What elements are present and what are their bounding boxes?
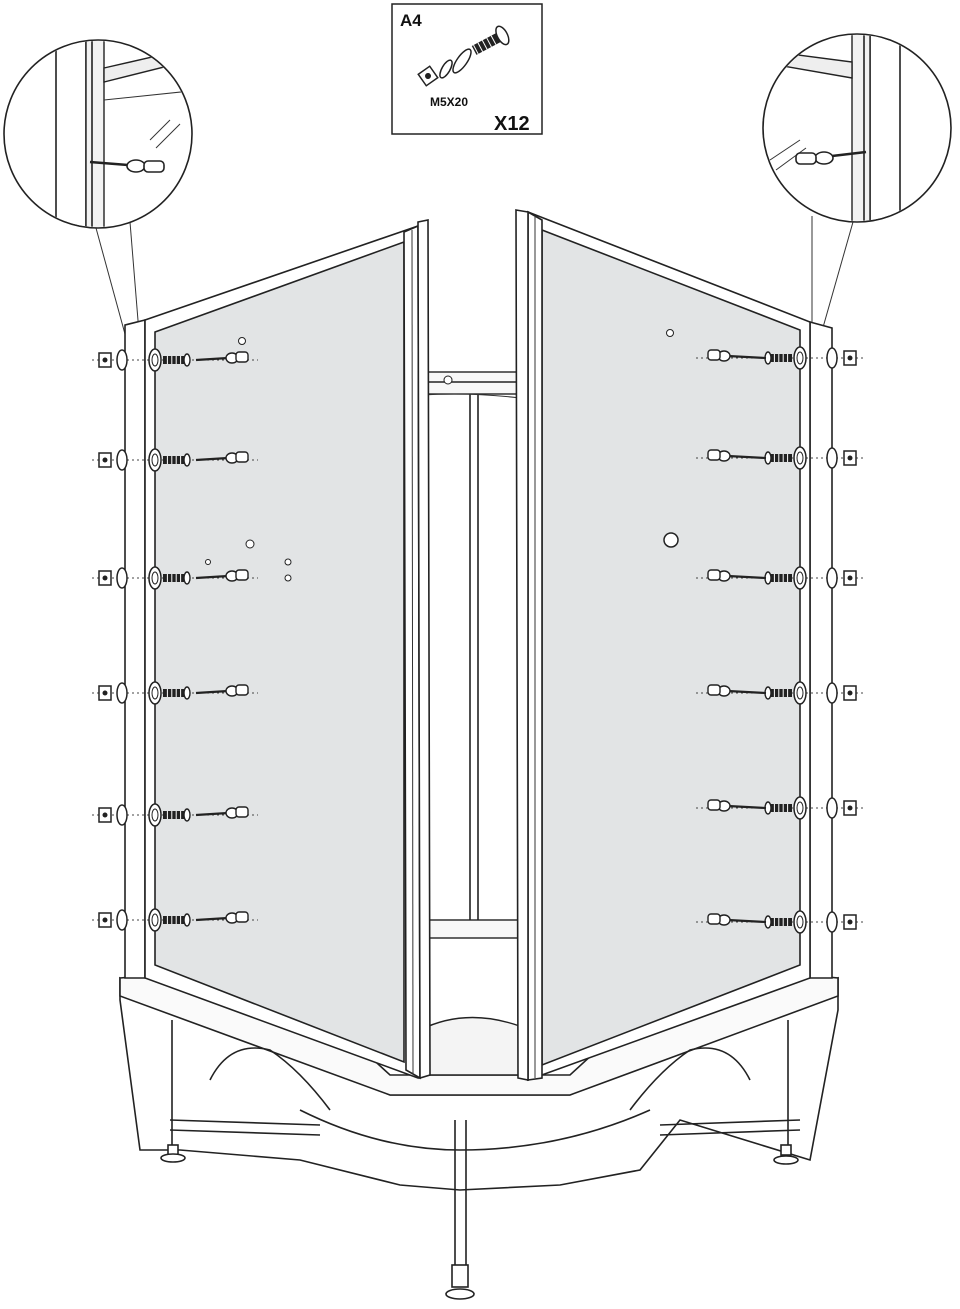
screwdriver-icon xyxy=(195,911,249,924)
screwdriver-icon xyxy=(195,569,249,582)
bolt-icon xyxy=(770,454,792,462)
washer-icon xyxy=(793,796,807,820)
bolt-icon xyxy=(163,356,185,364)
bolt-icon xyxy=(770,354,792,362)
bolt-assembly xyxy=(92,681,258,705)
glass-holes xyxy=(205,329,679,582)
shower-tray xyxy=(119,964,839,1300)
washer-icon xyxy=(826,447,838,469)
screwdriver-icon xyxy=(89,159,165,173)
bolt-assembly xyxy=(92,566,258,590)
washer-icon xyxy=(826,347,838,369)
quantity-label: X12 xyxy=(494,113,530,135)
washer-icon xyxy=(148,803,162,827)
left-detail-callout xyxy=(3,39,193,346)
bolt-icon xyxy=(163,456,185,464)
bolt-icon xyxy=(770,804,792,812)
bolt-assembly xyxy=(92,348,258,372)
bolt-assembly xyxy=(92,448,258,472)
washer-icon xyxy=(793,346,807,370)
left-bolt-assemblies xyxy=(92,348,258,932)
bolt-icon xyxy=(770,574,792,582)
bolt-assembly xyxy=(696,566,866,590)
screwdriver-icon xyxy=(195,806,249,819)
washer-icon xyxy=(116,682,128,704)
washer-icon xyxy=(148,681,162,705)
bolt-icon xyxy=(770,918,792,926)
bolt-icon xyxy=(163,811,185,819)
screwdriver-icon xyxy=(795,150,867,165)
bolt-icon xyxy=(163,689,185,697)
screwdriver-icon xyxy=(707,684,767,697)
bolt-assembly xyxy=(696,910,866,934)
screwdriver-icon xyxy=(195,451,249,464)
back-frame xyxy=(419,371,523,939)
washer-icon xyxy=(439,59,453,79)
washer-icon xyxy=(793,681,807,705)
bolt-icon xyxy=(770,689,792,697)
washer-icon xyxy=(116,909,128,931)
washer-icon xyxy=(452,48,472,74)
screwdriver-icon xyxy=(195,684,249,697)
washer-icon xyxy=(148,448,162,472)
washer-icon xyxy=(116,349,128,371)
right-detail-callout xyxy=(762,33,952,346)
washer-icon xyxy=(826,567,838,589)
screwdriver-icon xyxy=(707,349,767,362)
washer-icon xyxy=(148,908,162,932)
bolt-assembly xyxy=(696,681,866,705)
washer-icon xyxy=(116,449,128,471)
right-bolt-assemblies xyxy=(696,346,866,934)
washer-icon xyxy=(793,446,807,470)
washer-icon xyxy=(793,566,807,590)
bolt-icon xyxy=(163,574,185,582)
screwdriver-icon xyxy=(707,569,767,582)
screw-size-label: M5X20 xyxy=(430,95,468,109)
screwdriver-icon xyxy=(707,449,767,462)
screwdriver-icon xyxy=(707,799,767,812)
bolt-assembly xyxy=(92,803,258,827)
parts-box: A4 M5X20 X12 xyxy=(391,3,543,135)
washer-icon xyxy=(116,567,128,589)
bolt-assembly xyxy=(92,908,258,932)
screwdriver-icon xyxy=(195,351,249,364)
washer-icon xyxy=(826,797,838,819)
left-glass-panel xyxy=(124,219,431,1080)
part-code: A4 xyxy=(400,11,422,30)
washer-icon xyxy=(148,348,162,372)
bolt-assembly xyxy=(696,346,866,370)
washer-icon xyxy=(826,682,838,704)
washer-icon xyxy=(148,566,162,590)
washer-icon xyxy=(116,804,128,826)
right-glass-panel xyxy=(515,209,833,1082)
bolt-assembly xyxy=(696,796,866,820)
bolt-assembly xyxy=(696,446,866,470)
nut-icon xyxy=(417,65,439,87)
washer-icon xyxy=(793,910,807,934)
washer-icon xyxy=(826,911,838,933)
screwdriver-icon xyxy=(707,913,767,926)
bolt-icon xyxy=(163,916,185,924)
bolt-icon xyxy=(471,25,510,55)
